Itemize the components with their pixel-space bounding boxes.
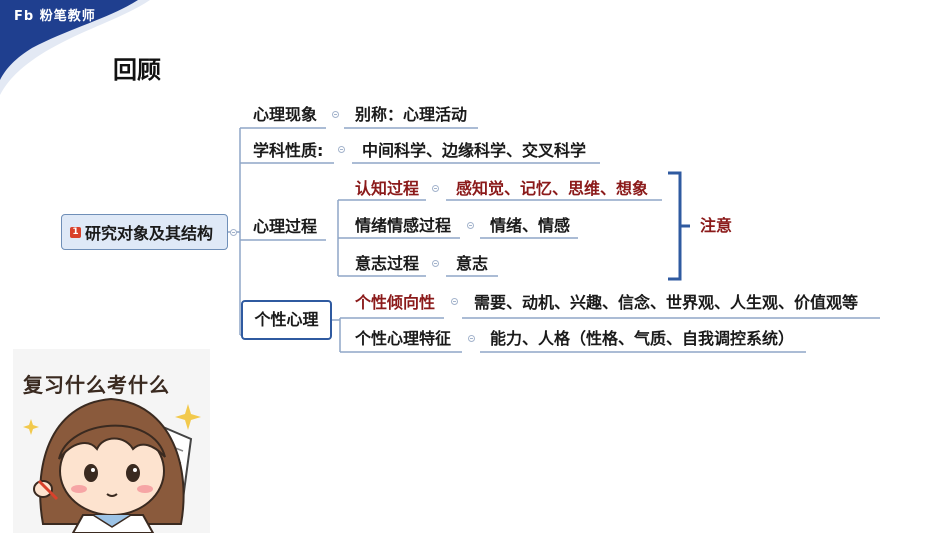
node-cognition-items[interactable]: 感知觉、记忆、思维、想象 bbox=[456, 179, 649, 198]
root-label: 研究对象及其结构 bbox=[85, 224, 214, 243]
traits-collapse-icon[interactable] bbox=[468, 335, 475, 342]
review-sticker: 复习什么考什么 bbox=[13, 349, 210, 533]
node-personality-tendency[interactable]: 个性倾向性 bbox=[355, 293, 436, 312]
node-phenomenon[interactable]: 心理现象 bbox=[253, 105, 318, 124]
emotion-collapse-icon[interactable] bbox=[467, 222, 474, 229]
tendency-collapse-icon[interactable] bbox=[451, 298, 458, 305]
node-personality-traits[interactable]: 个性心理特征 bbox=[355, 329, 452, 348]
node-personality[interactable]: 个性心理 bbox=[241, 300, 332, 340]
nature-collapse-icon[interactable] bbox=[338, 146, 345, 153]
node-will-process[interactable]: 意志过程 bbox=[355, 254, 420, 273]
node-personality-label: 个性心理 bbox=[254, 310, 319, 329]
node-attention-note: 注意 bbox=[700, 216, 733, 235]
page-title: 回顾 bbox=[113, 56, 161, 84]
node-traits-items[interactable]: 能力、人格（性格、气质、自我调控系统） bbox=[490, 329, 795, 348]
node-discipline-nature[interactable]: 学科性质: bbox=[253, 141, 324, 160]
brand-logo-mark: Fb bbox=[14, 9, 35, 24]
node-emotion-process[interactable]: 情绪情感过程 bbox=[355, 216, 452, 235]
node-emotion-items[interactable]: 情绪、情感 bbox=[490, 216, 571, 235]
node-phenomenon-alias[interactable]: 别称：心理活动 bbox=[355, 105, 468, 124]
sticker-caption: 复习什么考什么 bbox=[23, 373, 170, 397]
node-mental-process[interactable]: 心理过程 bbox=[253, 217, 318, 236]
phenomenon-collapse-icon[interactable] bbox=[332, 111, 339, 118]
node-discipline-types[interactable]: 中间科学、边缘科学、交叉科学 bbox=[362, 141, 587, 160]
root-number-badge: 1 bbox=[70, 226, 81, 238]
will-collapse-icon[interactable] bbox=[432, 260, 439, 267]
node-tendency-items[interactable]: 需要、动机、兴趣、信念、世界观、人生观、价值观等 bbox=[474, 293, 859, 312]
root-collapse-icon[interactable] bbox=[230, 229, 237, 236]
cognition-collapse-icon[interactable] bbox=[432, 185, 439, 192]
brand-logo-banner bbox=[0, 0, 150, 95]
root-node[interactable]: 1 研究对象及其结构 bbox=[61, 214, 228, 250]
node-will-items[interactable]: 意志 bbox=[456, 254, 489, 273]
brand-logo-text: 粉笔教师 bbox=[39, 9, 96, 24]
attention-bracket bbox=[668, 171, 690, 281]
node-cognitive-process[interactable]: 认知过程 bbox=[355, 179, 420, 198]
brand-logo: Fb 粉笔教师 bbox=[14, 5, 96, 24]
cartoon-girl-illustration bbox=[23, 397, 201, 533]
